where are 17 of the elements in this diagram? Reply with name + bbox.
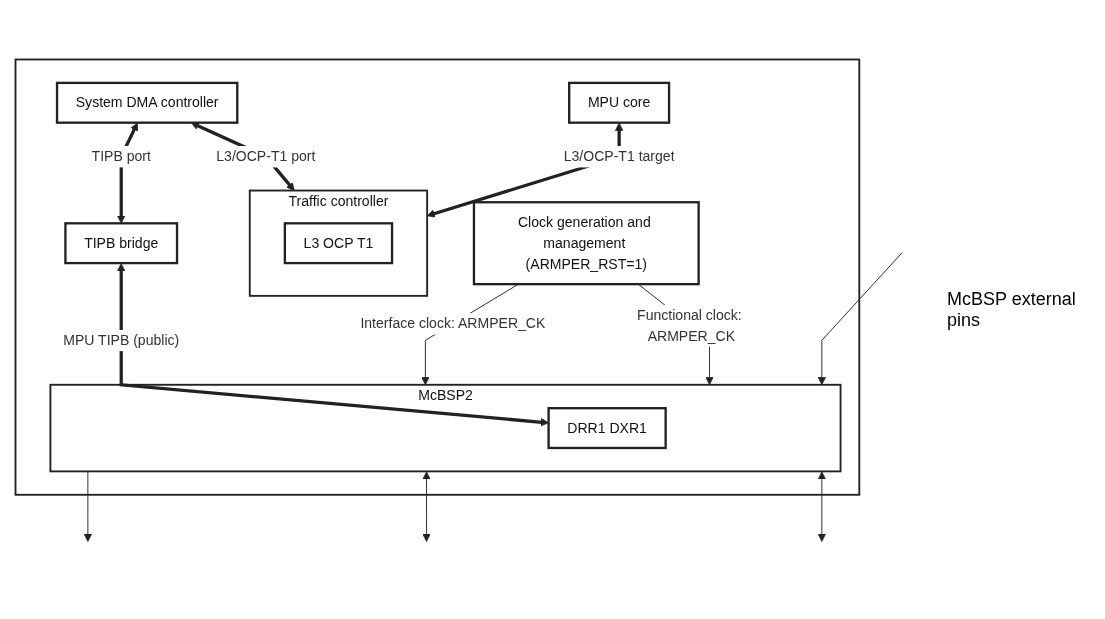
node-box: TIPB bridge	[64, 221, 179, 264]
node-box: L3 OCP T1	[283, 221, 394, 264]
node-box: Clock generation and management (ARMPER_RST=1)	[472, 200, 700, 285]
edge-label: MPU TIPB (public)	[63, 331, 180, 348]
edge-label: L3/OCP-T1 port	[216, 147, 316, 164]
cluster	[14, 58, 861, 496]
node-box: System DMA controller	[55, 81, 239, 124]
edge-label: Functional clock: ARMPER_CK	[637, 306, 742, 344]
arrow	[817, 470, 826, 542]
node-box: DRR1 DXR1	[547, 406, 667, 449]
arrow	[422, 470, 431, 542]
node-box: MPU core	[568, 81, 671, 124]
arrow	[117, 262, 549, 426]
edge-label: L3/OCP-T1 target	[563, 147, 675, 164]
edge-label: Interface clock: ARMPER_CK	[360, 314, 546, 331]
pin-group-label: McBSP external pins	[947, 288, 1077, 331]
edge-label: TIPB port	[91, 147, 151, 164]
